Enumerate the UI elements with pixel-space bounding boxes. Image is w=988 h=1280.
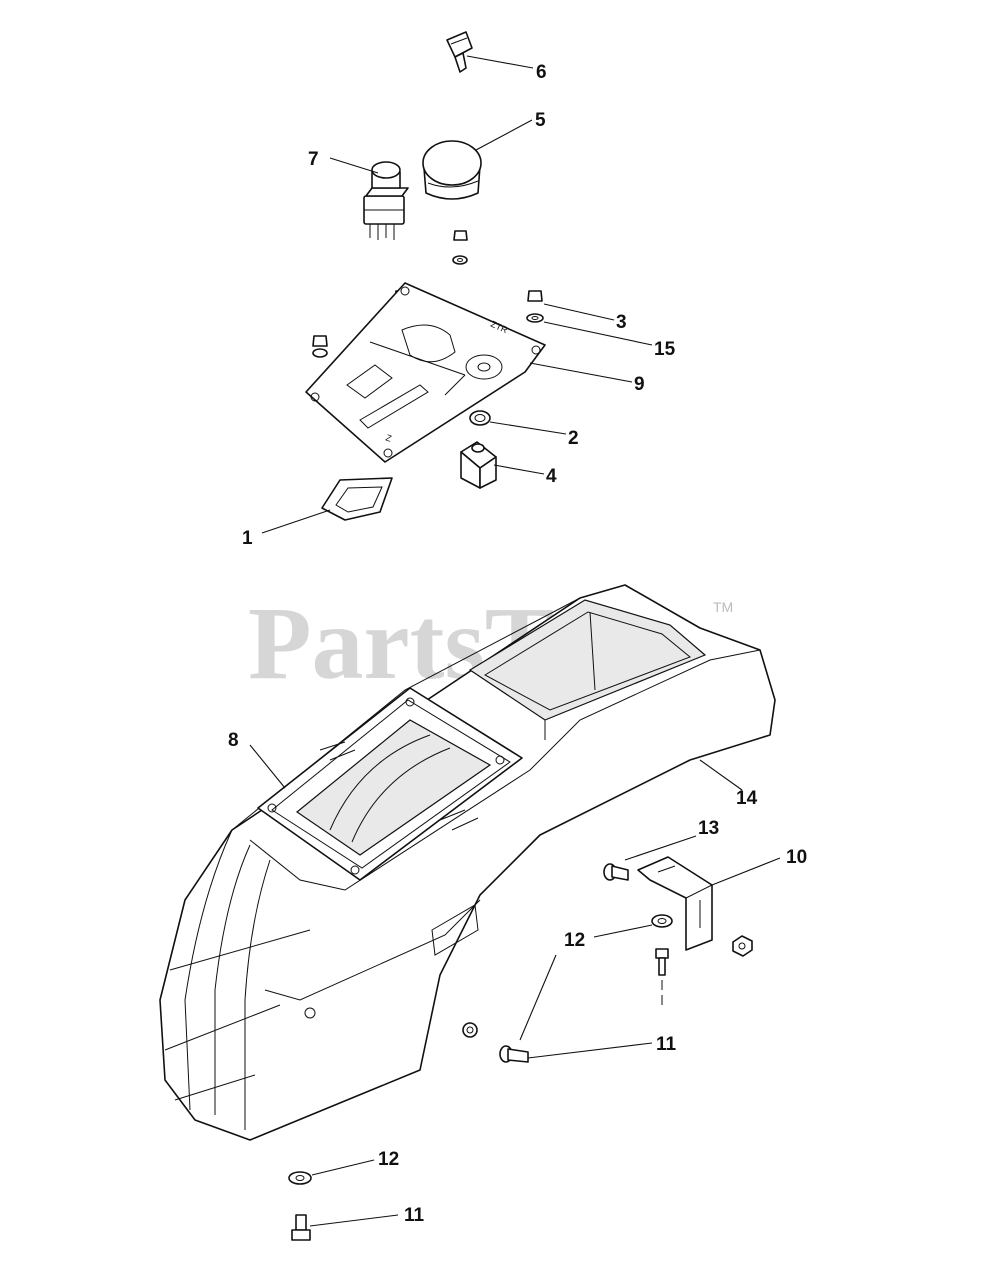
callout-12-upper: 12 <box>564 930 585 951</box>
part-round-cap <box>422 140 482 200</box>
callout-10: 10 <box>786 847 807 868</box>
callout-11-bottom: 11 <box>404 1205 425 1226</box>
callout-3: 3 <box>616 312 627 333</box>
watermark-trademark: TM <box>713 599 733 615</box>
part-bracket <box>637 856 713 951</box>
part-washer-12-lower <box>288 1171 312 1185</box>
callout-11-middle: 11 <box>656 1034 677 1055</box>
leader-lines <box>249 55 781 1227</box>
callout-13: 13 <box>698 818 719 839</box>
part-bolt-11-horizontal <box>499 1045 529 1063</box>
callout-5: 5 <box>535 110 546 131</box>
callout-15: 15 <box>654 339 676 360</box>
part-bolt-11-vertical <box>655 948 669 1005</box>
callout-4: 4 <box>546 466 557 487</box>
part-bolt-13 <box>603 863 629 881</box>
part-screw-left <box>312 335 328 358</box>
callout-12-lower: 12 <box>378 1149 399 1170</box>
part-gasket <box>321 477 393 521</box>
part-star-washer <box>469 410 491 426</box>
part-nut <box>732 935 753 957</box>
callout-8: 8 <box>228 730 239 751</box>
callout-9: 9 <box>634 374 645 395</box>
part-push-switch <box>363 161 409 240</box>
callout-14: 14 <box>736 788 758 809</box>
part-washer-12-upper <box>651 914 673 928</box>
part-connector-block <box>460 441 497 489</box>
plate-logo-text: Z <box>384 432 393 443</box>
part-control-plate: ZTR Z <box>305 282 546 463</box>
callout-1: 1 <box>242 528 253 549</box>
part-key <box>446 31 473 73</box>
callout-7: 7 <box>308 149 319 170</box>
callout-6: 6 <box>536 62 547 83</box>
part-bolt-11-bottom <box>291 1214 311 1241</box>
callout-2: 2 <box>568 428 579 449</box>
part-screw-right <box>526 290 544 323</box>
part-console-housing <box>159 584 776 1141</box>
part-screw-top <box>452 230 468 265</box>
